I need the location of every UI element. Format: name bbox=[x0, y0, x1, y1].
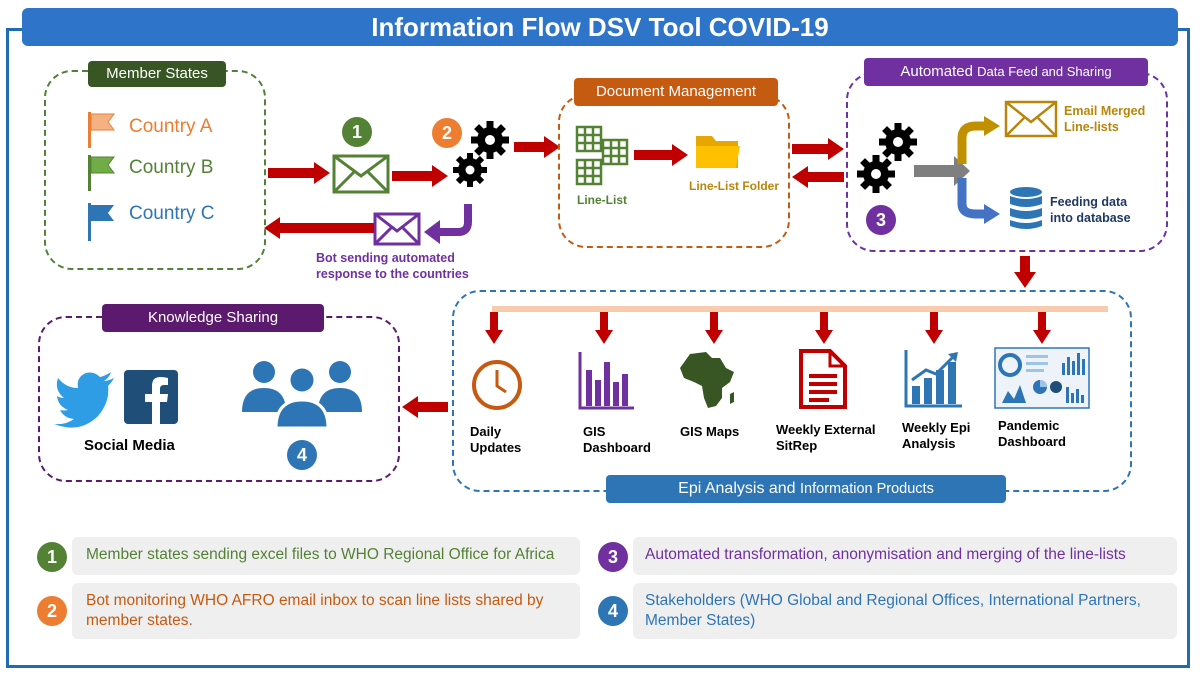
arrow-bot-to-docs bbox=[514, 136, 560, 158]
legend-3-text: Automated transformation, anonymisation … bbox=[633, 537, 1177, 575]
automated-tag-word: Automated bbox=[900, 63, 973, 80]
arrow-email-to-bot bbox=[392, 165, 448, 187]
epi-item-gis-maps: GIS Maps bbox=[680, 424, 740, 439]
dashboard-icon bbox=[994, 347, 1090, 409]
clock-icon bbox=[472, 360, 522, 410]
envelope-icon-purple bbox=[373, 212, 421, 246]
page-title: Information Flow DSV Tool COVID-19 bbox=[22, 8, 1178, 46]
arrow-bot-to-members bbox=[264, 217, 374, 239]
legend-4-badge: 4 bbox=[598, 596, 628, 626]
automated-tag-rest: Data Feed and Sharing bbox=[977, 64, 1112, 79]
line-list-label: Line-List bbox=[577, 193, 627, 207]
step-1-badge: 1 bbox=[342, 117, 372, 147]
document-management-tag: Document Management bbox=[574, 78, 778, 106]
flag-icon-c bbox=[88, 203, 114, 241]
legend-3-badge: 3 bbox=[598, 542, 628, 572]
step-3-badge: 3 bbox=[866, 205, 896, 235]
envelope-icon-green bbox=[332, 154, 390, 194]
country-a-label: Country A bbox=[129, 116, 213, 137]
bot-response-label: Bot sending automated response to the co… bbox=[316, 251, 469, 281]
arrow-members-to-email bbox=[268, 162, 330, 184]
envelope-icon-gold bbox=[1004, 100, 1058, 138]
epi-tag-part2: Information Products bbox=[800, 481, 934, 497]
email-merged-label: Email Merged Line-lists bbox=[1064, 104, 1146, 134]
epi-item-weekly-epi: Weekly Epi Analysis bbox=[902, 420, 971, 451]
epi-item-daily-updates: Daily Updates bbox=[470, 424, 522, 455]
folder-icon bbox=[696, 136, 740, 168]
purple-return-arrow bbox=[424, 204, 472, 244]
people-group-icon bbox=[242, 361, 362, 430]
knowledge-sharing-tag: Knowledge Sharing bbox=[102, 304, 324, 332]
gears-icon-bot bbox=[453, 121, 509, 187]
country-b-label: Country B bbox=[129, 157, 214, 178]
arrow-docs-to-automated bbox=[792, 138, 844, 160]
database-icon bbox=[1010, 187, 1042, 229]
member-states-tag: Member States bbox=[88, 61, 226, 87]
epi-item-pandemic-dashboard: Pandemic Dashboard bbox=[998, 418, 1066, 449]
legend-1-badge: 1 bbox=[37, 542, 67, 572]
epi-item-gis-dashboard: GIS Dashboard bbox=[583, 424, 651, 455]
legend-2-badge: 2 bbox=[37, 596, 67, 626]
legend-2-text: Bot monitoring WHO AFRO email inbox to s… bbox=[72, 583, 580, 639]
line-list-folder-label: Line-List Folder bbox=[689, 179, 779, 193]
arrow-list-to-folder bbox=[634, 144, 688, 166]
step-4-badge: 4 bbox=[287, 440, 317, 470]
legend-1-text: Member states sending excel files to WHO… bbox=[72, 537, 580, 575]
epi-tag-part1: Epi Analysis and bbox=[678, 480, 796, 497]
spreadsheet-icon bbox=[575, 125, 629, 186]
social-media-label: Social Media bbox=[84, 437, 175, 454]
twitter-icon bbox=[54, 372, 114, 428]
feeding-data-label: Feeding data into database bbox=[1050, 195, 1131, 225]
trend-chart-icon bbox=[904, 350, 962, 408]
arrow-automated-to-docs bbox=[792, 166, 844, 188]
epi-distribution-bar bbox=[492, 306, 1108, 312]
epi-down-arrows bbox=[485, 312, 1051, 344]
arrow-automated-to-epi bbox=[1014, 256, 1036, 288]
epi-item-weekly-sitrep: Weekly External SitRep bbox=[776, 422, 876, 453]
step-2-badge: 2 bbox=[432, 118, 462, 148]
flag-icon-b bbox=[88, 155, 115, 191]
automated-feed-tag: Automated Data Feed and Sharing bbox=[864, 58, 1148, 86]
legend-4-text: Stakeholders (WHO Global and Regional Of… bbox=[633, 583, 1177, 639]
africa-map-icon bbox=[680, 352, 734, 408]
country-c-label: Country C bbox=[129, 203, 215, 224]
facebook-icon bbox=[124, 370, 178, 424]
flag-icon-a bbox=[88, 112, 115, 148]
arrow-epi-to-knowledge bbox=[402, 396, 448, 418]
bar-chart-icon bbox=[578, 352, 634, 410]
gears-icon-automation bbox=[857, 123, 917, 193]
epi-analysis-tag: Epi Analysis and Information Products bbox=[606, 475, 1006, 503]
document-icon bbox=[799, 349, 847, 409]
arrow-gray-split bbox=[914, 116, 1000, 224]
